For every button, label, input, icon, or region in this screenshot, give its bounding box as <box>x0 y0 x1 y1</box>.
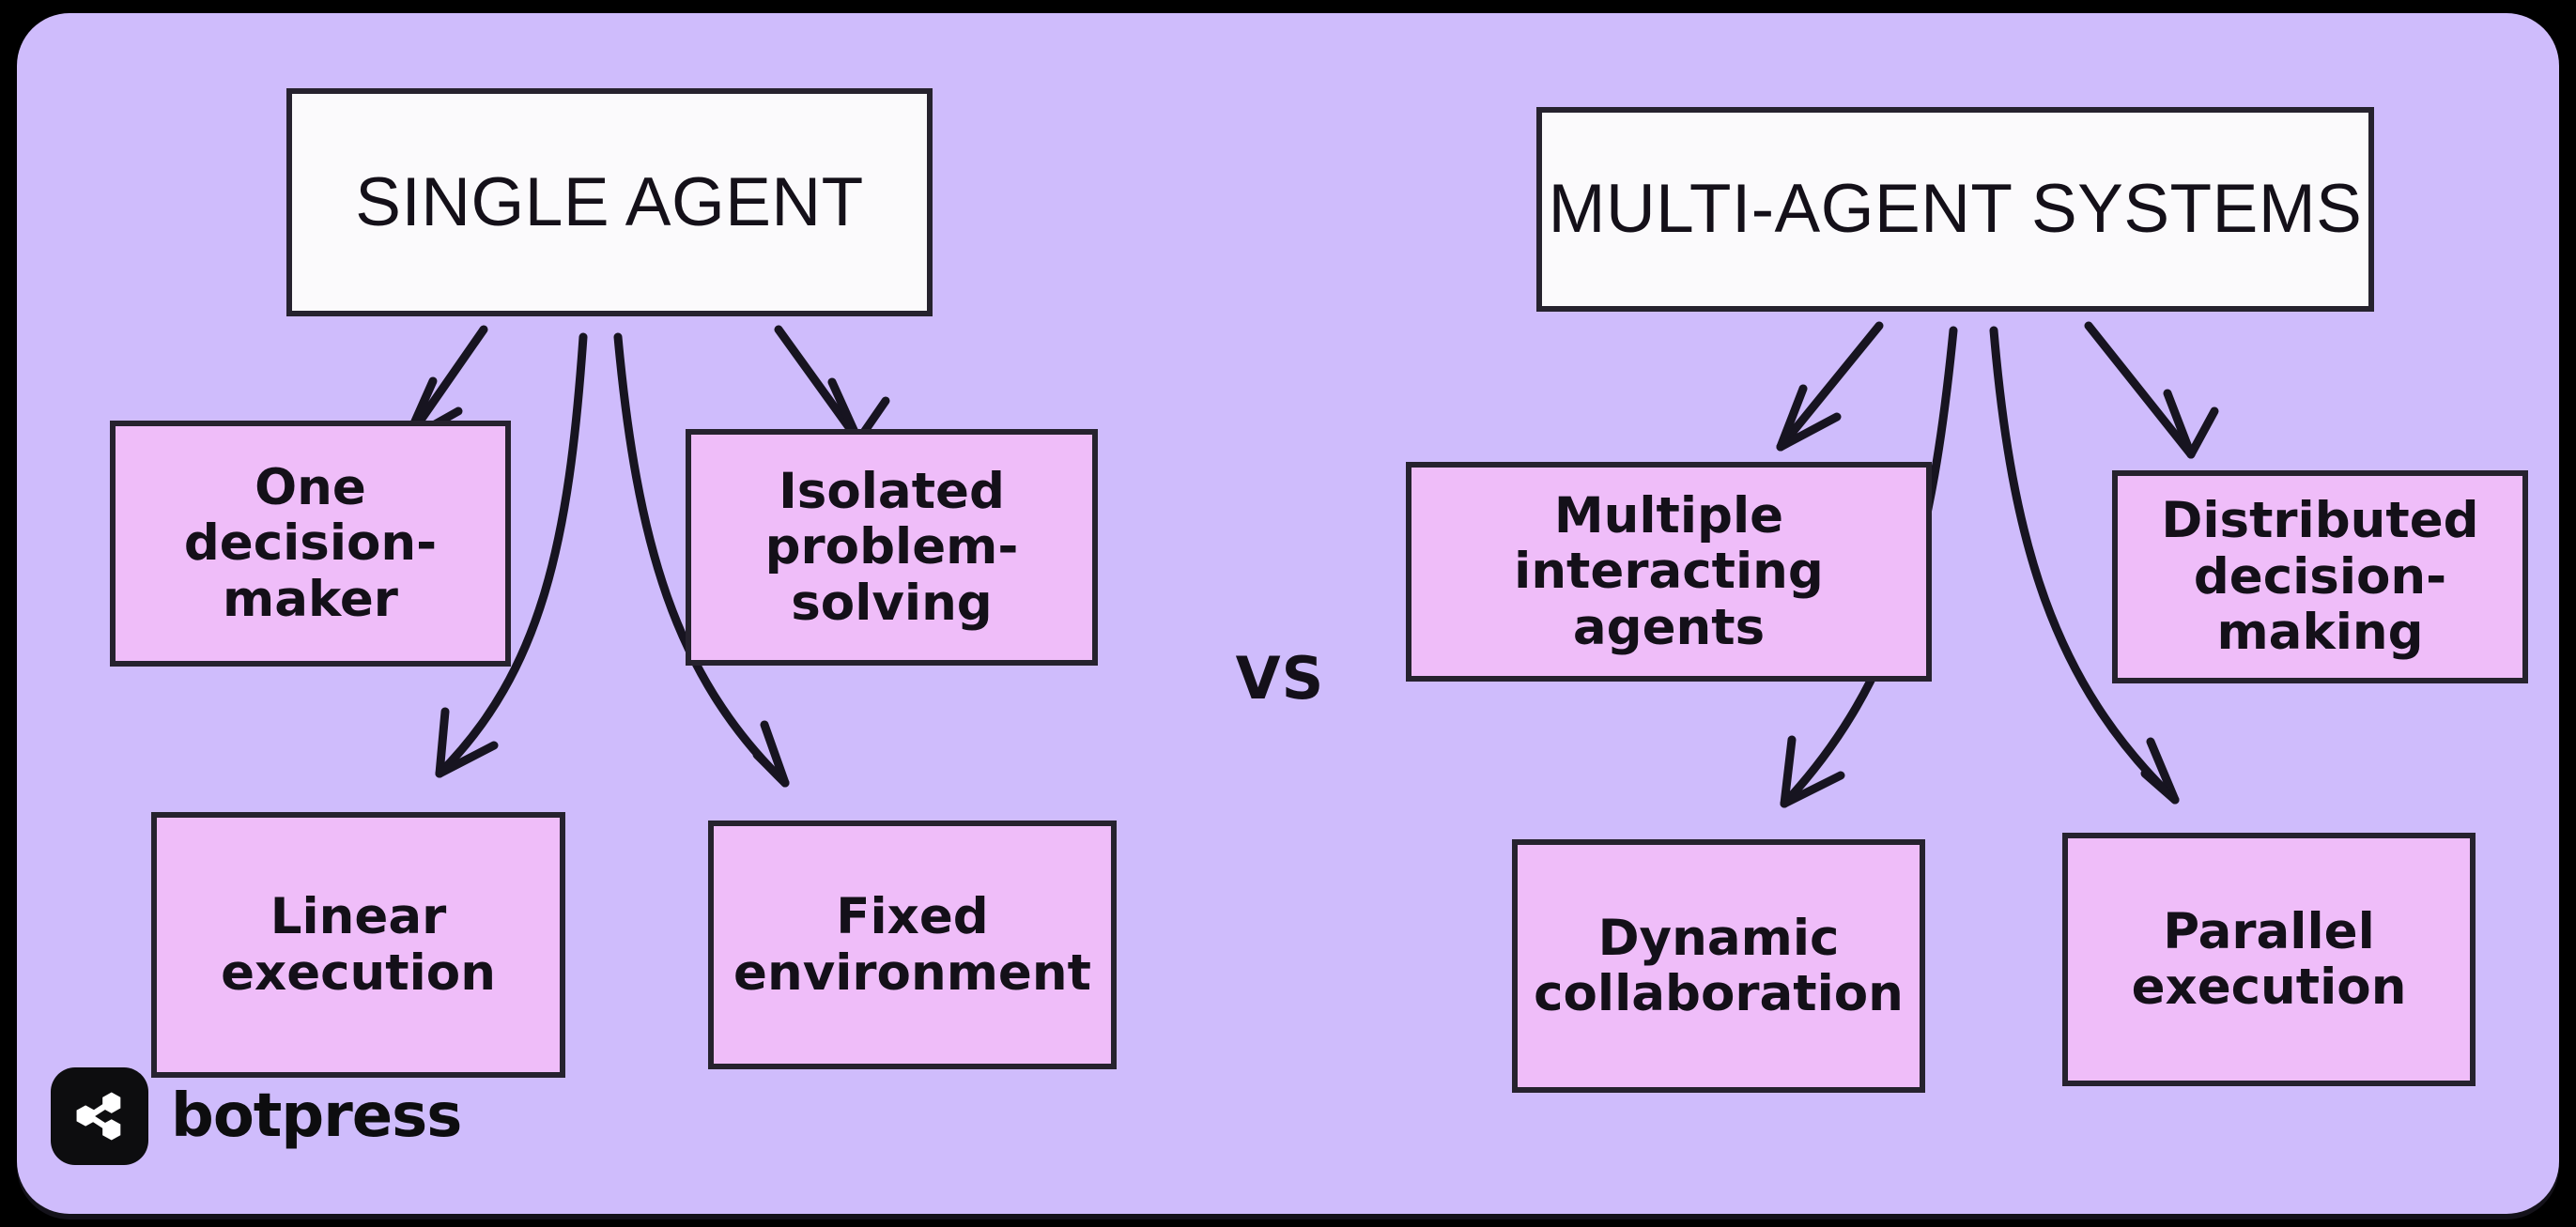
node-multiple-interacting-agents-label: Multiple interacting agents <box>1514 486 1824 656</box>
node-single-agent: SINGLE AGENT <box>286 88 933 316</box>
vs-comparator-label: VS <box>1235 644 1325 713</box>
node-parallel-execution: Parallel execution <box>2062 833 2476 1086</box>
brand-logo: botpress <box>51 1067 462 1165</box>
share-nodes-icon <box>51 1067 148 1165</box>
diagram-panel: SINGLE AGENT One decision-maker Isolated… <box>17 13 2559 1214</box>
arrow-multi-to-distributed <box>2084 321 2219 459</box>
node-isolated-problem-solving-label: Isolated problem-solving <box>764 462 1019 632</box>
node-multi-agent-systems: MULTI-AGENT SYSTEMS <box>1536 107 2374 312</box>
node-fixed-environment-label: Fixed environment <box>733 888 1091 1002</box>
node-dynamic-collaboration: Dynamic collaboration <box>1512 839 1925 1093</box>
node-one-decision-maker: One decision-maker <box>110 421 511 667</box>
node-dynamic-collaboration-label: Dynamic collaboration <box>1534 909 1904 1022</box>
node-isolated-problem-solving: Isolated problem-solving <box>686 429 1098 666</box>
node-single-agent-label: SINGLE AGENT <box>355 163 864 240</box>
node-parallel-execution-label: Parallel execution <box>2131 902 2407 1016</box>
arrow-single-to-isolated <box>774 325 890 445</box>
brand-name-label: botpress <box>171 1081 462 1151</box>
node-distributed-decision-making-label: Distributed decision-making <box>2161 492 2479 662</box>
arrow-multi-to-multiple <box>1776 321 1884 452</box>
node-multi-agent-systems-label: MULTI-AGENT SYSTEMS <box>1548 171 2363 248</box>
node-distributed-decision-making: Distributed decision-making <box>2112 470 2528 683</box>
node-multiple-interacting-agents: Multiple interacting agents <box>1406 462 1932 682</box>
node-one-decision-maker-label: One decision-maker <box>183 458 438 628</box>
node-fixed-environment: Fixed environment <box>708 821 1117 1069</box>
node-linear-execution-label: Linear execution <box>221 888 496 1002</box>
node-linear-execution: Linear execution <box>151 812 565 1078</box>
